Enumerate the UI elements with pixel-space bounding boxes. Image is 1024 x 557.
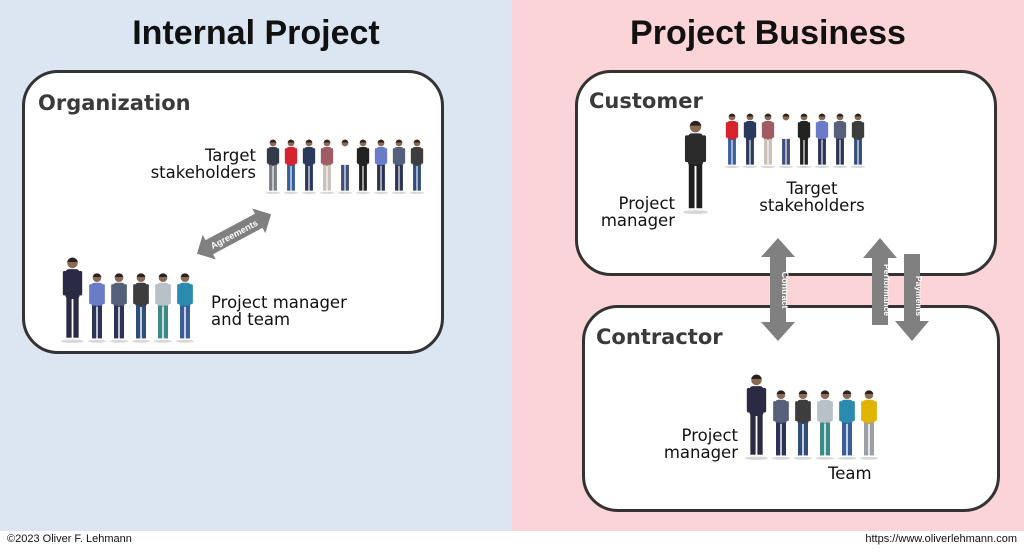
customer-label: Customer (589, 89, 703, 113)
person-icon (319, 139, 335, 194)
person-icon (850, 113, 866, 168)
project-manager-icon (61, 257, 84, 343)
person-icon (283, 139, 299, 194)
person-icon (301, 139, 317, 194)
person-icon (265, 139, 281, 194)
customer-target-stakeholders-label: Target stakeholders (759, 179, 865, 215)
person-icon (796, 113, 812, 168)
customer-stakeholders-group (724, 100, 868, 168)
contractor-project-manager-label: Project manager (663, 426, 738, 462)
project-manager-icon (683, 120, 708, 214)
contractor-box: Contractor (582, 305, 1000, 512)
arrows-layer: Agreements Contract Performance Payments (196, 208, 929, 341)
person-icon (832, 113, 848, 168)
person-icon (153, 273, 173, 343)
person-icon (409, 139, 425, 194)
person-icon (175, 273, 195, 343)
team-label: Team (828, 464, 872, 483)
person-icon (109, 273, 129, 343)
project-business-panel: Project Business Customer Contractor Pro… (512, 0, 1024, 531)
project-manager-icon (745, 374, 768, 460)
person-icon (793, 390, 813, 460)
person-icon (373, 139, 389, 194)
internal-project-panel: Internal Project Organization Target sta… (0, 0, 512, 531)
person-icon (771, 390, 791, 460)
person-icon (724, 113, 740, 168)
performance-text: Performance (882, 264, 892, 316)
contractor-team-group (744, 372, 881, 460)
person-icon (391, 139, 407, 194)
person-icon (859, 390, 879, 460)
person-icon (760, 113, 776, 168)
target-stakeholders-group (265, 126, 427, 194)
target-stakeholders-label: Target stakeholders (150, 146, 256, 182)
performance-arrow: Performance (863, 238, 897, 325)
person-icon (815, 390, 835, 460)
organization-label: Organization (38, 91, 191, 115)
customer-project-manager-figure (682, 118, 711, 214)
customer-project-manager-label: Project manager (600, 194, 675, 230)
contract-text: Contract (780, 271, 790, 308)
payments-arrow: Payments (895, 254, 929, 341)
person-icon (837, 390, 857, 460)
copyright-text: ©2023 Oliver F. Lehmann (7, 533, 132, 545)
agreements-arrow: Agreements (196, 208, 272, 260)
person-icon (131, 273, 151, 343)
contract-arrow: Contract (761, 238, 795, 341)
person-icon (355, 139, 371, 194)
project-business-title: Project Business (630, 14, 906, 52)
person-icon (814, 113, 830, 168)
pm-and-team-label: Project manager and team (211, 293, 347, 329)
person-icon (337, 139, 353, 194)
payments-text: Payments (914, 276, 924, 316)
project-team-group (60, 255, 197, 343)
person-icon (778, 113, 794, 168)
person-icon (87, 273, 107, 343)
person-icon (742, 113, 758, 168)
website-url[interactable]: https://www.oliverlehmann.com (865, 533, 1017, 545)
internal-project-title: Internal Project (132, 14, 380, 52)
contractor-label: Contractor (596, 325, 723, 349)
